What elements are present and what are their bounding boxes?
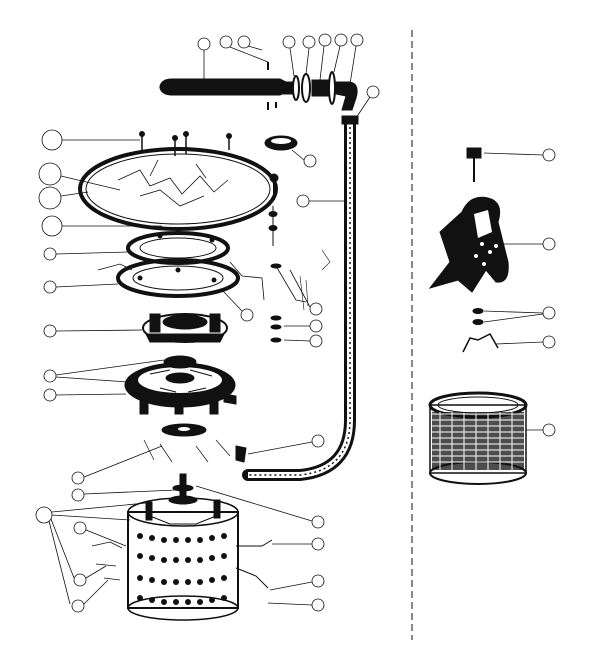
washers <box>462 308 499 353</box>
drive-shaft-assembly <box>159 62 358 111</box>
callouts-top <box>197 33 364 85</box>
drain-hose <box>242 115 359 481</box>
callout-ring <box>366 85 380 99</box>
motor <box>91 473 273 621</box>
screw-stack <box>268 206 331 343</box>
gearcase-housing <box>124 355 237 415</box>
mounting-plates <box>97 231 265 301</box>
drive-pulley <box>143 423 247 463</box>
agitator-cam <box>142 313 228 343</box>
tub-ring-assembly <box>78 131 279 231</box>
wash-basket <box>428 391 528 485</box>
agitator <box>428 196 509 293</box>
fin-bolt <box>466 147 482 182</box>
